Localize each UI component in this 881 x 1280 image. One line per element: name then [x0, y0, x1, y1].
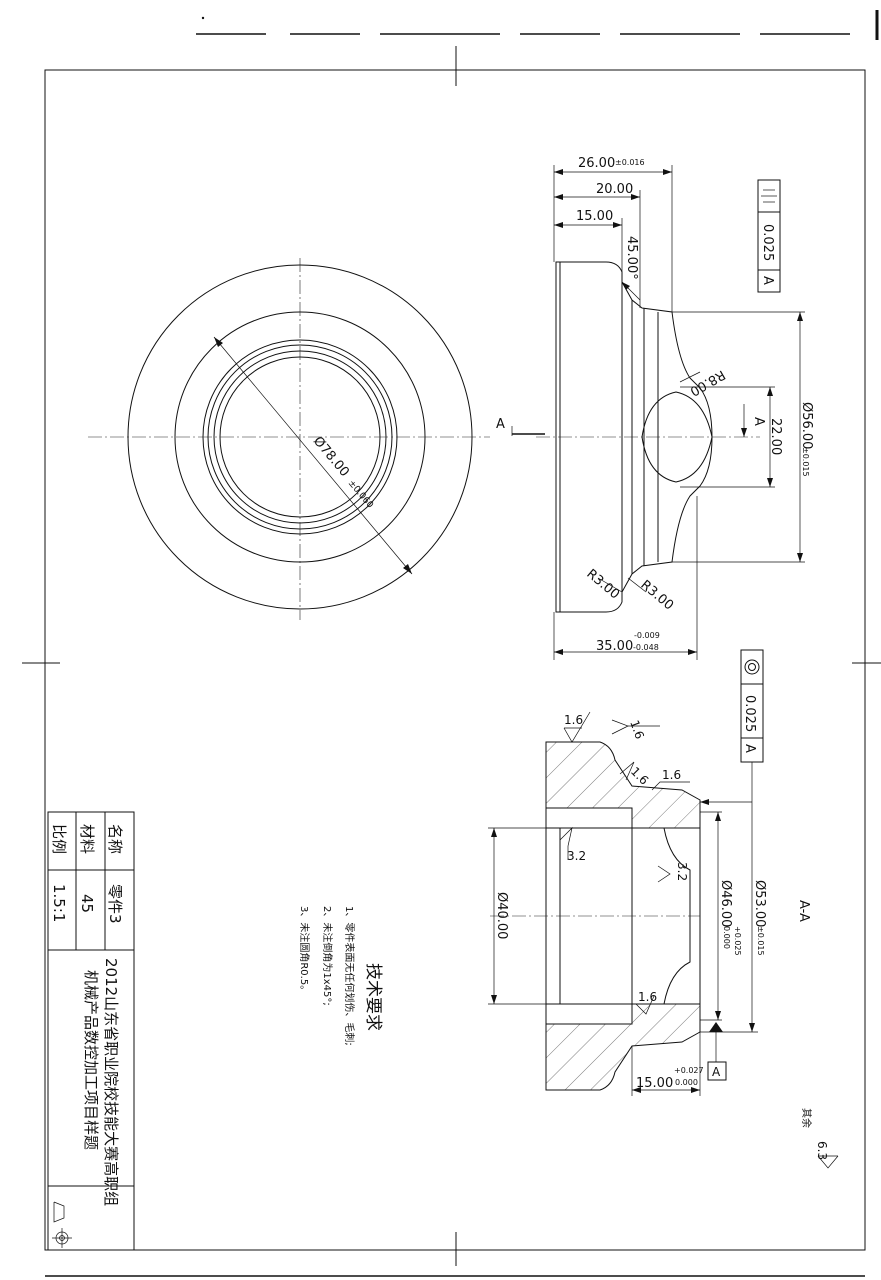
title-scale-value: 1.5:1 — [50, 884, 68, 922]
dim-dia-56-tol: ±0.015 — [801, 447, 810, 477]
dim-r3-left: R3.00 — [583, 567, 622, 603]
roughness-symbols: 1.6 1.6 1.6 1.6 3.2 3.2 1.6 — [559, 711, 839, 1169]
dim-22: 22.00 — [768, 418, 783, 455]
tol-1-value: 0.025 — [760, 224, 775, 261]
dim-26: 26.00 — [578, 156, 615, 171]
tech-requirements: 技术要求 1、零件表面无任何划伤、毛刺; 2、未注倒角为1x45°; 3、未注圆… — [298, 906, 383, 1046]
dim-bottom-15: 15.00 — [636, 1076, 673, 1091]
roughness-symbol-2: 1.6 — [611, 718, 660, 741]
dim-dia-78: Ø78.00 — [310, 434, 352, 480]
dim-r8: R8.00 — [687, 367, 727, 399]
tol-2-value: 0.025 — [742, 695, 757, 732]
dim-dia-46-tol-upper: +0.025 — [733, 926, 742, 956]
dim-35-tol-lower: -0.048 — [633, 643, 659, 652]
roughness-1: 1.6 — [564, 713, 583, 727]
title-material-label: 材料 — [78, 824, 96, 854]
title-name-label: 名称 — [106, 824, 124, 854]
dim-dia-46-tol-lower: 0.000 — [722, 926, 731, 949]
tol-1-datum: A — [760, 276, 775, 285]
section-letter-right: A — [751, 417, 766, 426]
roughness-symbol-5: 3.2 — [559, 826, 586, 863]
dim-dia-53: Ø53.00 — [752, 880, 767, 927]
dim-35: 35.00 — [596, 639, 633, 654]
roughness-7: 3.2 — [675, 862, 689, 881]
title-name-value: 零件3 — [106, 884, 124, 924]
tolerance-frame-symmetry: 0.025 A — [757, 179, 781, 293]
dim-35-tol-upper: -0.009 — [634, 631, 660, 640]
dim-dia-40: Ø40.00 — [494, 892, 509, 939]
section-marker-left: A — [496, 417, 545, 436]
dim-angle-45: 45.00° — [624, 236, 639, 280]
dim-15: 15.00 — [576, 209, 613, 224]
roughness-general-value: 6.3 — [815, 1141, 829, 1160]
roughness-symbol-7: 1.6 — [635, 990, 657, 1015]
dim-r3-right: R3.00 — [637, 578, 676, 614]
section-view: Ø40.00 Ø46.00 +0.025 0.000 Ø53.00 ±0.015… — [488, 741, 811, 1096]
dim-dia-56: Ø56.00 — [799, 402, 814, 449]
tech-req-title: 技术要求 — [363, 963, 383, 1031]
dim-bottom-15-tol-upper: +0.027 — [674, 1066, 704, 1075]
roughness-symbol-6: 3.2 — [657, 862, 689, 883]
title-material-value: 45 — [78, 894, 96, 913]
dim-bottom-15-tol-lower: 0.000 — [675, 1078, 698, 1087]
front-view: Ø78.00 ±0.060 — [88, 258, 490, 620]
roughness-general-label: 其余 — [800, 1108, 813, 1128]
section-letter-left: A — [496, 417, 505, 432]
title-scale-label: 比例 — [50, 824, 68, 854]
roughness-general: 6.3 其余 — [800, 1108, 839, 1169]
title-line-2: 机械产品数控加工项目样题 — [82, 970, 100, 1150]
title-block: 名称 零件3 材料 45 比例 1.5:1 2012山东省职业院校技能大赛高职组… — [47, 811, 135, 1251]
projection-symbol-icon — [52, 1201, 72, 1248]
roughness-6: 3.2 — [567, 849, 586, 863]
tech-req-item-3: 3、未注圆角R0.5。 — [298, 906, 311, 995]
roughness-2: 1.6 — [627, 718, 647, 741]
roughness-symbol-4: 1.6 — [651, 768, 690, 791]
drawing-frame — [22, 46, 881, 1266]
scan-top-edge — [196, 10, 879, 40]
roughness-4: 1.6 — [662, 768, 681, 782]
tolerance-frame-concentricity: 0.025 A — [700, 649, 764, 805]
section-view-label: A-A — [796, 900, 811, 922]
dim-dia-53-tol: ±0.015 — [756, 926, 765, 956]
datum-label: A — [712, 1065, 721, 1079]
dim-20: 20.00 — [596, 182, 633, 197]
roughness-5: 1.6 — [638, 990, 657, 1004]
dim-dia-46: Ø46.00 — [718, 880, 733, 927]
tech-req-item-2: 2、未注倒角为1x45°; — [321, 906, 334, 1006]
roughness-symbol-1: 1.6 — [563, 711, 591, 743]
title-line-1: 2012山东省职业院校技能大赛高职组 — [102, 958, 120, 1206]
tol-2-datum: A — [742, 744, 757, 753]
tech-req-item-1: 1、零件表面无任何划伤、毛刺; — [343, 906, 356, 1046]
dim-26-tol: ±0.016 — [615, 158, 645, 167]
